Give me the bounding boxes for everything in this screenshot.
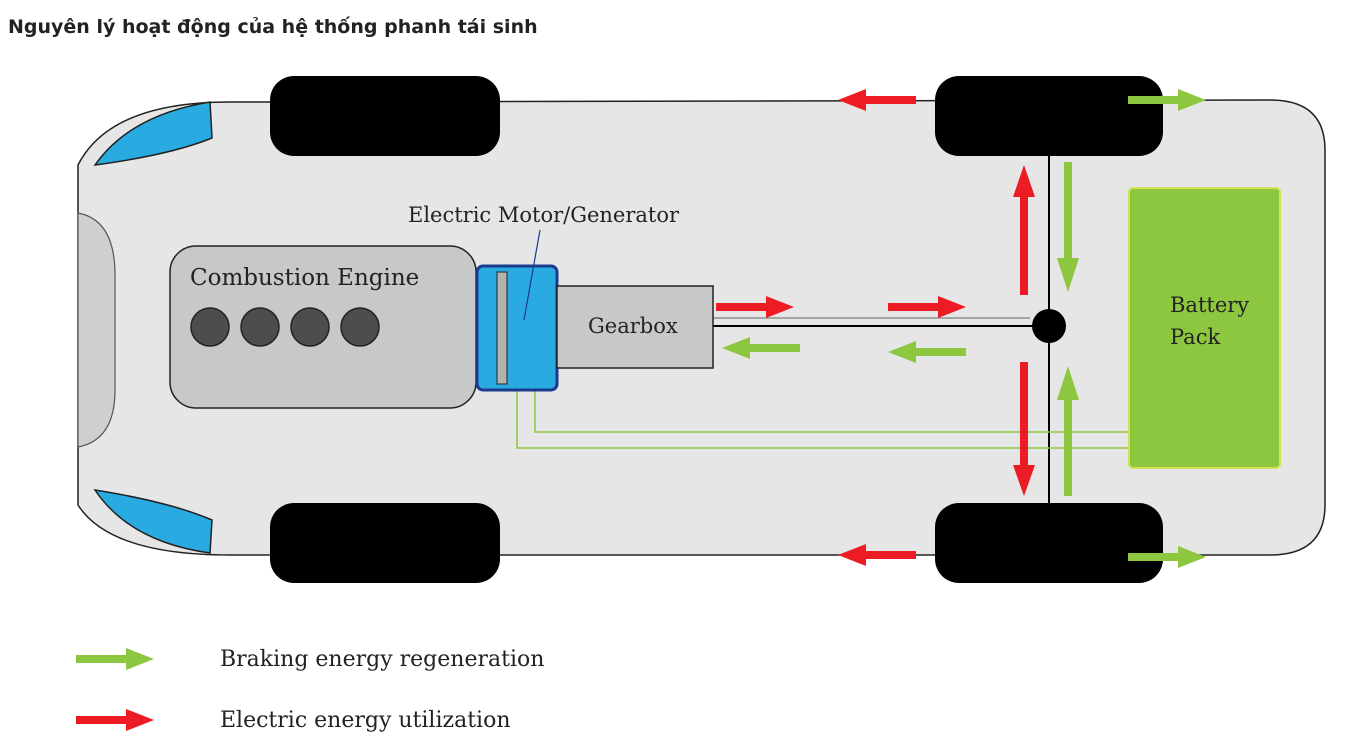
utilization-arrow	[1013, 165, 1035, 295]
gearbox-label: Gearbox	[588, 314, 678, 338]
battery-label-line1: Battery	[1170, 293, 1249, 317]
gearbox	[556, 285, 714, 369]
legend-regen-arrow	[76, 648, 154, 670]
utilization-arrow	[1013, 362, 1035, 496]
battery-label-line2: Pack	[1170, 325, 1220, 349]
headlight-bottom	[93, 488, 213, 554]
engine-cylinder	[290, 307, 330, 347]
wheel-front-right	[270, 503, 500, 583]
motor-label: Electric Motor/Generator	[408, 203, 680, 227]
electric-motor-generator	[475, 264, 559, 392]
engine-cylinder	[190, 307, 230, 347]
wheel-rear-left	[935, 76, 1163, 156]
regeneration-arrow	[1057, 366, 1079, 496]
legend-utilization-label: Electric energy utilization	[220, 708, 511, 733]
engine-label: Combustion Engine	[190, 265, 419, 291]
motor-label-pointer	[523, 229, 541, 321]
wheel-rear-right	[935, 503, 1163, 583]
battery-pack	[1128, 187, 1281, 469]
legend-regen-label: Braking energy regeneration	[220, 647, 544, 672]
engine-cylinder	[240, 307, 280, 347]
headlight-top	[93, 101, 213, 166]
page-title: Nguyên lý hoạt động của hệ thống phanh t…	[8, 16, 538, 38]
differential	[1032, 309, 1066, 343]
battery-wire-outer	[516, 390, 1130, 449]
wheel-front-left	[270, 76, 500, 156]
regeneration-arrow	[1057, 162, 1079, 292]
front-bumper	[77, 212, 116, 448]
legend: Braking energy regeneration Electric ene…	[76, 647, 544, 733]
engine-cylinder	[340, 307, 380, 347]
motor-rotor	[496, 271, 508, 385]
battery-wire-inner	[534, 390, 1130, 433]
legend-utilization-arrow	[76, 709, 154, 731]
